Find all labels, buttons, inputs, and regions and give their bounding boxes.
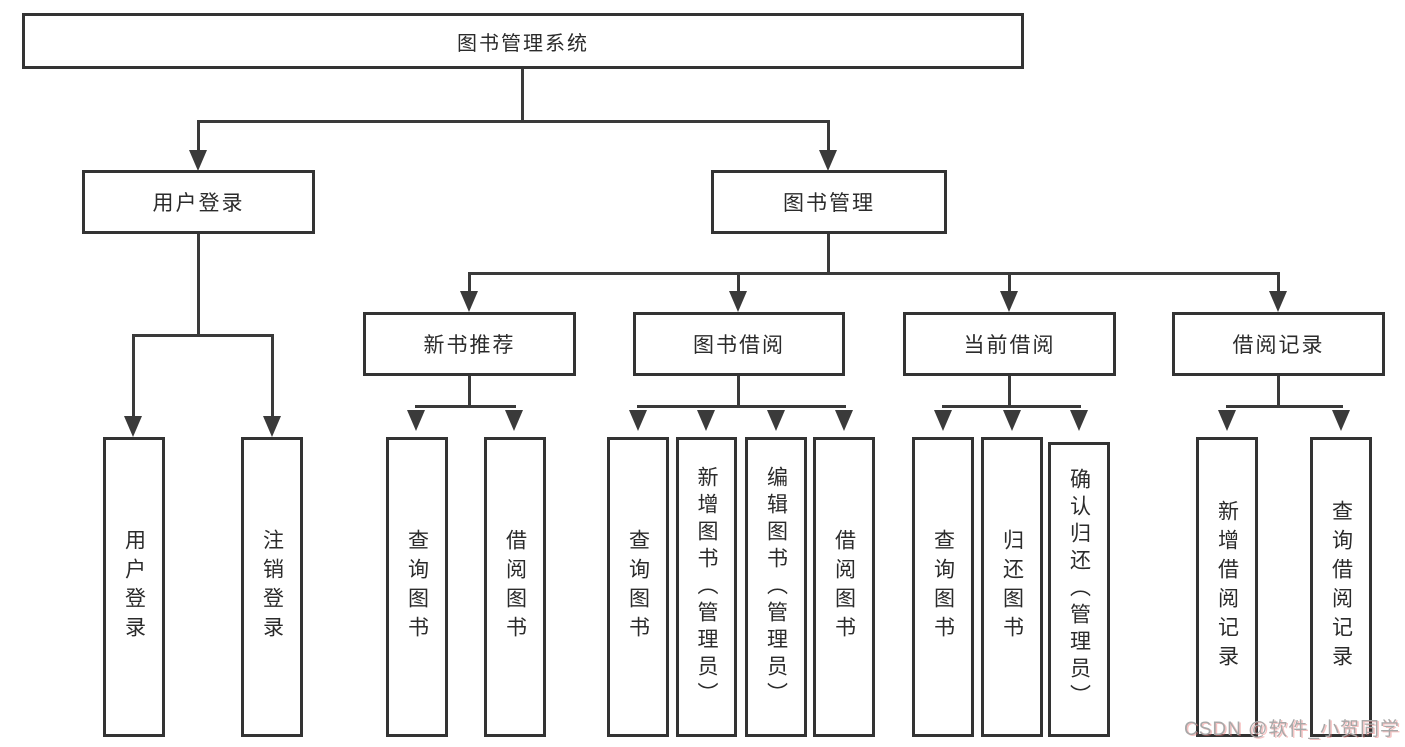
edge-bookmgmt-drop-4 [1277, 272, 1280, 293]
edge-userlogin-stem [197, 234, 200, 337]
edge-userlogin-drop-left [132, 334, 135, 417]
node-label: 当前借阅 [963, 334, 1056, 357]
leaf-add-borrow-record: 新增借阅记录 [1196, 437, 1258, 737]
edge-currentborrow-bar [942, 405, 1081, 408]
arrowhead-down-icon [189, 150, 207, 171]
leaf-query-books-1: 查询图书 [386, 437, 448, 737]
node-label: 查询图书 [626, 529, 650, 645]
arrowhead-down-icon [697, 410, 715, 431]
edge-root-drop-right [827, 120, 830, 152]
edge-bookmgmt-stem [827, 234, 830, 275]
node-book-borrowing: 图书借阅 [633, 312, 845, 376]
node-label: 注销登录 [260, 529, 284, 645]
leaf-return-books: 归还图书 [981, 437, 1043, 737]
node-label: 新书推荐 [423, 334, 516, 357]
arrowhead-down-icon [407, 410, 425, 431]
node-label: 新增借阅记录 [1215, 500, 1239, 674]
node-label: 用户登录 [122, 529, 146, 645]
node-label: 查询借阅记录 [1329, 500, 1353, 674]
node-label: 用户登录 [152, 192, 245, 215]
node-label: 查询图书 [405, 529, 429, 645]
edge-root-bar [197, 120, 830, 123]
arrowhead-down-icon [835, 410, 853, 431]
arrowhead-down-icon [934, 410, 952, 431]
node-new-book-recommendation: 新书推荐 [363, 312, 576, 376]
arrowhead-down-icon [1000, 291, 1018, 312]
node-label: 查询图书 [931, 529, 955, 645]
csdn-watermark: CSDN @软件_小贺同学 [1184, 719, 1400, 740]
arrowhead-down-icon [1218, 410, 1236, 431]
arrowhead-down-icon [1003, 410, 1021, 431]
node-borrowing-records: 借阅记录 [1172, 312, 1385, 376]
node-label: 编辑图书（管理员） [764, 465, 788, 709]
edge-bookmgmt-bar [468, 272, 1280, 275]
arrowhead-down-icon [1070, 410, 1088, 431]
edge-bookmgmt-drop-2 [737, 272, 740, 293]
leaf-query-books-2: 查询图书 [607, 437, 669, 737]
node-book-management: 图书管理 [711, 170, 947, 234]
node-label: 借阅图书 [832, 529, 856, 645]
edge-borrowrecord-bar [1226, 405, 1343, 408]
leaf-query-borrow-record: 查询借阅记录 [1310, 437, 1372, 737]
arrowhead-down-icon [1332, 410, 1350, 431]
edge-newbook-bar [415, 405, 516, 408]
node-label: 确认归还（管理员） [1067, 468, 1091, 711]
node-label: 借阅图书 [503, 529, 527, 645]
leaf-query-books-3: 查询图书 [912, 437, 974, 737]
node-label: 图书借阅 [693, 334, 785, 357]
edge-bookmgmt-drop-1 [468, 272, 471, 293]
leaf-add-books-admin: 新增图书（管理员） [676, 437, 737, 737]
leaf-edit-books-admin: 编辑图书（管理员） [745, 437, 807, 737]
node-current-borrowing: 当前借阅 [903, 312, 1116, 376]
edge-root-drop-left [197, 120, 200, 152]
edge-root-stem [521, 69, 524, 123]
node-label: 图书管理 [783, 192, 875, 215]
arrowhead-down-icon [819, 150, 837, 171]
leaf-confirm-return-admin: 确认归还（管理员） [1048, 442, 1110, 737]
arrowhead-down-icon [767, 410, 785, 431]
leaf-borrow-books-1: 借阅图书 [484, 437, 546, 737]
edge-userlogin-drop-right [271, 334, 274, 417]
arrowhead-down-icon [124, 416, 142, 437]
edge-newbook-stem [468, 376, 471, 408]
arrowhead-down-icon [460, 291, 478, 312]
arrowhead-down-icon [629, 410, 647, 431]
node-label: 归还图书 [1000, 529, 1024, 645]
node-label: 新增图书（管理员） [695, 465, 718, 709]
leaf-logout: 注销登录 [241, 437, 303, 737]
node-library-management-system: 图书管理系统 [22, 13, 1024, 69]
edge-bookmgmt-drop-3 [1008, 272, 1011, 293]
edge-currentborrow-stem [1008, 376, 1011, 408]
arrowhead-down-icon [263, 416, 281, 437]
edge-borrowrecord-stem [1277, 376, 1280, 408]
arrowhead-down-icon [505, 410, 523, 431]
leaf-user-login: 用户登录 [103, 437, 165, 737]
edge-bookborrow-stem [737, 376, 740, 408]
edge-userlogin-bar [132, 334, 274, 337]
edge-bookborrow-bar [637, 405, 846, 408]
node-label: 借阅记录 [1232, 334, 1325, 357]
node-label: 图书管理系统 [457, 32, 589, 55]
node-user-login: 用户登录 [82, 170, 315, 234]
arrowhead-down-icon [1269, 291, 1287, 312]
arrowhead-down-icon [729, 291, 747, 312]
leaf-borrow-books-2: 借阅图书 [813, 437, 875, 737]
